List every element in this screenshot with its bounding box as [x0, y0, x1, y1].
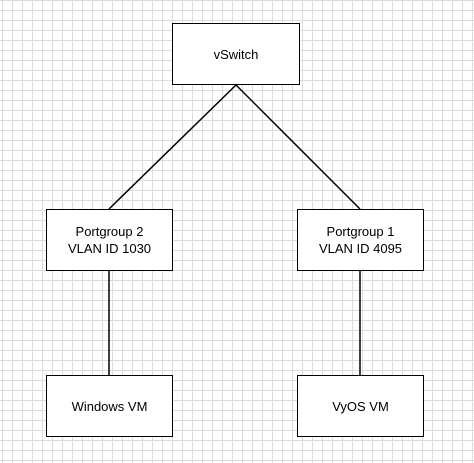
portgroup-1-node[interactable]: Portgroup 1 VLAN ID 4095 — [297, 209, 424, 271]
vyos-vm-node[interactable]: VyOS VM — [297, 375, 424, 437]
portgroup-1-name: Portgroup 1 — [326, 224, 395, 239]
vswitch-label: vSwitch — [213, 46, 259, 62]
portgroup-2-vlan-id: VLAN ID 1030 — [67, 241, 152, 256]
edge-vswitch-portgroup2 — [108, 84, 237, 210]
vyos-vm-label: VyOS VM — [332, 398, 389, 414]
windows-vm-label: Windows VM — [71, 398, 148, 414]
portgroup-1-vlan-id: VLAN ID 4095 — [318, 241, 403, 256]
vswitch-node[interactable]: vSwitch — [172, 23, 300, 85]
windows-vm-node[interactable]: Windows VM — [46, 375, 173, 437]
portgroup-2-node[interactable]: Portgroup 2 VLAN ID 1030 — [46, 209, 173, 271]
edge-vswitch-portgroup1 — [235, 84, 361, 210]
portgroup-2-name: Portgroup 2 — [75, 224, 144, 239]
